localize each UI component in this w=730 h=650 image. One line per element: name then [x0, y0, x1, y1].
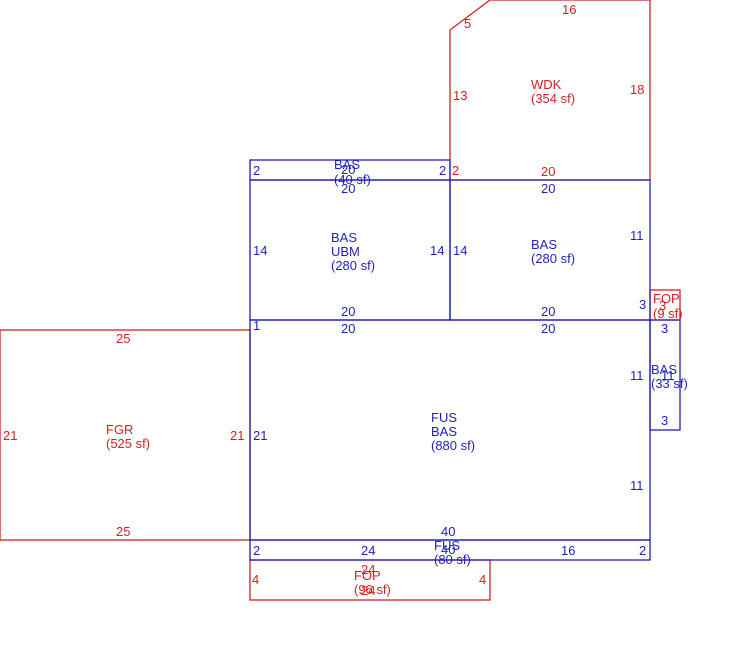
area-bas-top-size: (40 sf) — [334, 172, 371, 187]
dim-ubm-left: 14 — [253, 243, 267, 258]
dim-br-right: 11 — [630, 228, 644, 243]
dim-main-corner: 1 — [253, 318, 260, 333]
dim-br-corner: 3 — [639, 297, 646, 312]
dim-ubm-right: 14 — [430, 243, 444, 258]
area-wdk-size: (354 sf) — [531, 91, 575, 106]
area-fop-right-code: FOP — [653, 291, 680, 306]
dim-main-right-top: 11 — [630, 368, 644, 383]
area-br-size: (280 sf) — [531, 251, 575, 266]
area-ubm-code2: UBM — [331, 244, 360, 259]
dim-fgr-right: 21 — [230, 428, 244, 443]
area-ubm-size: (280 sf) — [331, 258, 375, 273]
dim-fgr-bottom: 25 — [116, 524, 130, 539]
area-bas-top-code: BAS — [334, 157, 360, 172]
dim-ubm-bottom: 20 — [341, 304, 355, 319]
area-fgr-code: FGR — [106, 422, 133, 437]
area-fus-strip-size: (80 sf) — [434, 552, 471, 567]
dim-side-right: 11 — [661, 368, 675, 383]
dim-main-left: 21 — [253, 428, 267, 443]
dim-wdk-bottom: 20 — [541, 164, 555, 179]
dim-bt-bottom: 20 — [341, 181, 355, 196]
dim-bt-right: 2 — [439, 163, 446, 178]
dim-wdk-top: 16 — [562, 2, 576, 17]
wdk-outline[interactable] — [449, 0, 651, 181]
bas-side-outline[interactable] — [649, 319, 681, 431]
dim-fop-bottom-bottom: 24 — [361, 583, 375, 598]
dim-fop-right: 3 — [659, 298, 666, 313]
area-fus-main-code: FUS — [431, 410, 457, 425]
dim-main-right-bottom: 11 — [630, 478, 644, 493]
dim-wdk-left: 13 — [453, 88, 467, 103]
dim-wdk-chamfer: 5 — [464, 16, 471, 31]
dim-side-top: 3 — [661, 321, 668, 336]
dim-fgr-left: 21 — [3, 428, 17, 443]
dim-wdk-corner: 2 — [452, 163, 459, 178]
dim-strip-left: 2 — [253, 543, 260, 558]
area-fus-main-size: (880 sf) — [431, 438, 475, 453]
dim-wdk-right: 18 — [630, 82, 644, 97]
area-fus-strip-code: FUS — [434, 538, 460, 553]
area-fop-bottom-code: FOP — [354, 568, 381, 583]
area-fgr-size: (525 sf) — [106, 436, 150, 451]
area-fop-right-size: (9 sf) — [653, 306, 683, 321]
area-fus-main-code2: BAS — [431, 424, 457, 439]
area-ubm-code: BAS — [331, 230, 357, 245]
dim-strip-bottom-right: 16 — [561, 543, 575, 558]
dim-strip-right: 2 — [639, 543, 646, 558]
dim-side-bottom: 3 — [661, 413, 668, 428]
area-br-code: BAS — [531, 237, 557, 252]
dim-strip-top: 40 — [441, 542, 455, 557]
dim-strip-bottom-left: 24 — [361, 543, 375, 558]
dim-main-bottom: 40 — [441, 524, 455, 539]
fus-strip-outline[interactable] — [249, 539, 651, 561]
dim-fgr-top: 25 — [116, 331, 130, 346]
dim-main-top-left: 20 — [341, 321, 355, 336]
dim-fop-bottom-right: 4 — [479, 572, 486, 587]
dim-br-top: 20 — [541, 181, 555, 196]
dim-main-top-right: 20 — [541, 321, 555, 336]
area-bas-side-size: (33 sf) — [651, 376, 688, 391]
area-bas-side-code: BAS — [651, 362, 677, 377]
area-wdk-code: WDK — [531, 77, 562, 92]
dim-fop-bottom-top: 24 — [361, 562, 375, 577]
dim-br-bottom: 20 — [541, 304, 555, 319]
dim-br-left: 14 — [453, 243, 467, 258]
area-fop-bottom-size: (96 sf) — [354, 582, 391, 597]
dim-bt-left: 2 — [253, 163, 260, 178]
dim-bt-top: 20 — [341, 162, 355, 177]
dim-fop-bottom-left: 4 — [252, 572, 259, 587]
